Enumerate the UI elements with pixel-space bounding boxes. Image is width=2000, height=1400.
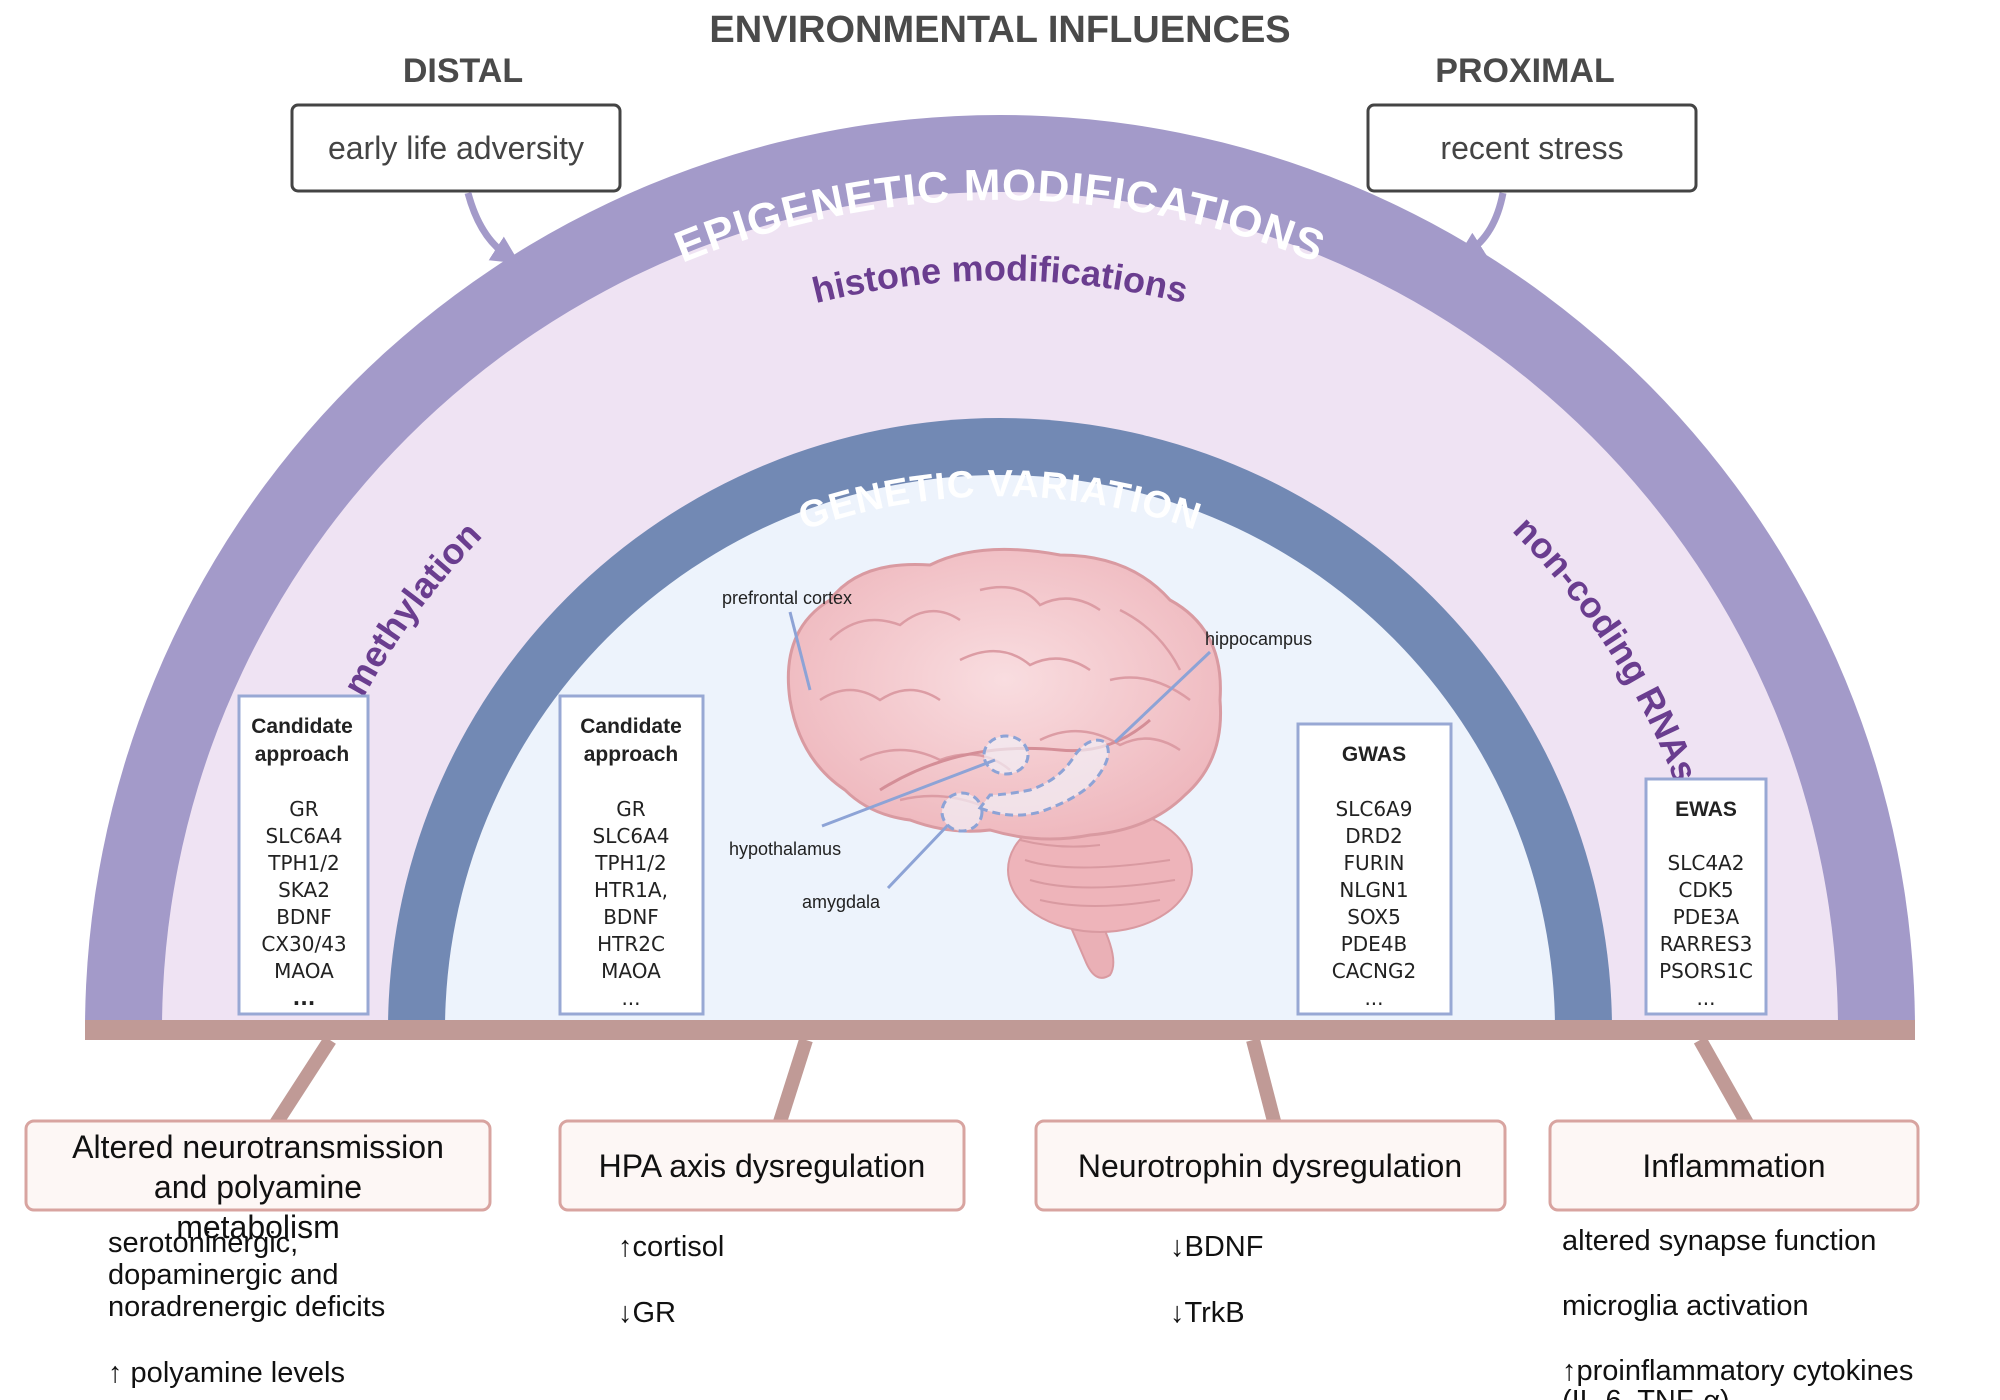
gene-box-3: GWAS SLC6A9 DRD2 FURIN NLGN1 SOX5 PDE4B … (1296, 722, 1453, 1016)
amygdala-leader (886, 823, 950, 890)
base-leg-2 (772, 1037, 813, 1128)
gene-name: CDK5 (1678, 878, 1733, 902)
gene-name: PDE3A (1673, 905, 1740, 929)
gene-name: BDNF (276, 905, 332, 929)
gene-name: RARRES3 (1660, 932, 1753, 956)
base-leg-4 (1693, 1036, 1755, 1129)
prefrontal-label: prefrontal cortex (722, 588, 852, 608)
distal-box (290, 103, 622, 193)
gene-name: CACNG2 (1332, 959, 1416, 983)
distal-box-text: early life adversity (328, 130, 584, 166)
outcome-item: dopaminergic and (108, 1259, 339, 1291)
proximal-label: PROXIMAL (1435, 52, 1614, 90)
outcome-item: ↓GR (618, 1297, 676, 1329)
gene-box-heading: GWAS (1342, 743, 1406, 766)
gene-name: MAOA (274, 959, 334, 983)
prefrontal-leader (788, 611, 812, 691)
outcome-item: serotoninergic, (108, 1227, 298, 1259)
outcome-title: Inflammation (1642, 1148, 1825, 1184)
amygdala-region (940, 791, 984, 833)
outcome-item: ↑cortisol (618, 1231, 724, 1263)
distal-label: DISTAL (403, 52, 523, 90)
gene-name: TPH1/2 (267, 851, 340, 875)
base-leg-1 (269, 1036, 336, 1129)
gene-name: FURIN (1344, 851, 1405, 875)
gene-name: ... (621, 986, 640, 1010)
gene-name: GR (289, 797, 318, 821)
outcome-item: ↓BDNF (1170, 1231, 1263, 1263)
gene-box-heading: Candidate (251, 715, 353, 738)
outcome-title: Neurotrophin dysregulation (1078, 1148, 1462, 1184)
outcome-item: ↑ polyamine levels (108, 1357, 345, 1389)
gene-name: TPH1/2 (594, 851, 667, 875)
base-leg-3 (1246, 1038, 1282, 1127)
gene-name: SLC6A9 (1336, 797, 1413, 821)
outcome-item: microglia activation (1562, 1290, 1809, 1322)
brain-illustration (786, 547, 1223, 979)
gene-box-heading: Candidate (580, 715, 682, 738)
hippocampus-label: hippocampus (1205, 629, 1312, 649)
gene-name: SLC4A2 (1668, 851, 1745, 875)
gene-name: ... (1364, 986, 1383, 1010)
hippocampus-region (977, 738, 1110, 817)
gene-name: MAOA (601, 959, 661, 983)
hypothalamus-region (982, 734, 1030, 776)
hippocampus-leader (1113, 650, 1212, 744)
outcome-title: and polyamine (154, 1169, 362, 1205)
outcome-hpa: HPA axis dysregulation ↑cortisol ↓GR (558, 1119, 966, 1329)
gene-box-heading: EWAS (1675, 798, 1737, 821)
hypothalamus-leader (821, 758, 996, 828)
brain-gyri (819, 585, 1191, 807)
gene-name: SLC6A4 (266, 824, 343, 848)
gene-name: CX30/43 (261, 932, 346, 956)
gene-name: ... (1696, 986, 1715, 1010)
outcome-inflammation: Inflammation altered synapse function mi… (1548, 1119, 1920, 1400)
hypothalamus-label: hypothalamus (729, 839, 841, 859)
distal-arrow (464, 192, 520, 264)
outcome-title: Altered neurotransmission (72, 1129, 444, 1165)
outcome-item: altered synapse function (1562, 1225, 1876, 1257)
outcome-neurotransmission: Altered neurotransmission and polyamine … (24, 1119, 492, 1389)
gene-name: HTR2C (597, 932, 665, 956)
cerebrum (786, 547, 1223, 841)
outcome-title: metabolism (176, 1209, 340, 1245)
gene-name: SLC6A4 (593, 824, 670, 848)
gene-name: PDE4B (1341, 932, 1408, 956)
gene-name: SOX5 (1347, 905, 1401, 929)
proximal-arrow (1456, 192, 1507, 260)
gene-box-heading: approach (584, 743, 679, 766)
gene-name: NLGN1 (1339, 878, 1408, 902)
outcome-title: HPA axis dysregulation (599, 1148, 926, 1184)
cerebellum-folds (1019, 839, 1176, 907)
outcome-item: (IL-6, TNF-α) (1562, 1385, 1730, 1400)
gene-name: DRD2 (1345, 824, 1402, 848)
gene-name: GR (616, 797, 645, 821)
gene-name: ... (293, 986, 316, 1010)
gene-box-heading: approach (255, 743, 350, 766)
outcome-neurotrophin: Neurotrophin dysregulation ↓BDNF ↓TrkB (1034, 1119, 1507, 1329)
main-title: ENVIRONMENTAL INFLUENCES (709, 9, 1290, 51)
outcome-item: noradrenergic deficits (108, 1291, 385, 1323)
proximal-box (1366, 103, 1698, 193)
outcome-item: ↓TrkB (1170, 1297, 1245, 1329)
lateral-sulcus (879, 718, 1151, 792)
gene-box-2: Candidate approach GR SLC6A4 TPH1/2 HTR1… (558, 694, 705, 1016)
proximal-box-text: recent stress (1440, 130, 1623, 166)
gene-name: HTR1A, (594, 878, 668, 902)
gene-name: PSORS1C (1659, 959, 1753, 983)
gene-name: BDNF (603, 905, 659, 929)
gene-box-4: EWAS SLC4A2 CDK5 PDE3A RARRES3 PSORS1C .… (1644, 777, 1768, 1016)
base-bar (85, 1020, 1915, 1040)
outcome-item: ↑proinflammatory cytokines (1562, 1355, 1913, 1387)
gene-name: SKA2 (278, 878, 330, 902)
gene-box-1: Candidate approach GR SLC6A4 TPH1/2 SKA2… (237, 694, 370, 1016)
amygdala-label: amygdala (802, 892, 881, 912)
